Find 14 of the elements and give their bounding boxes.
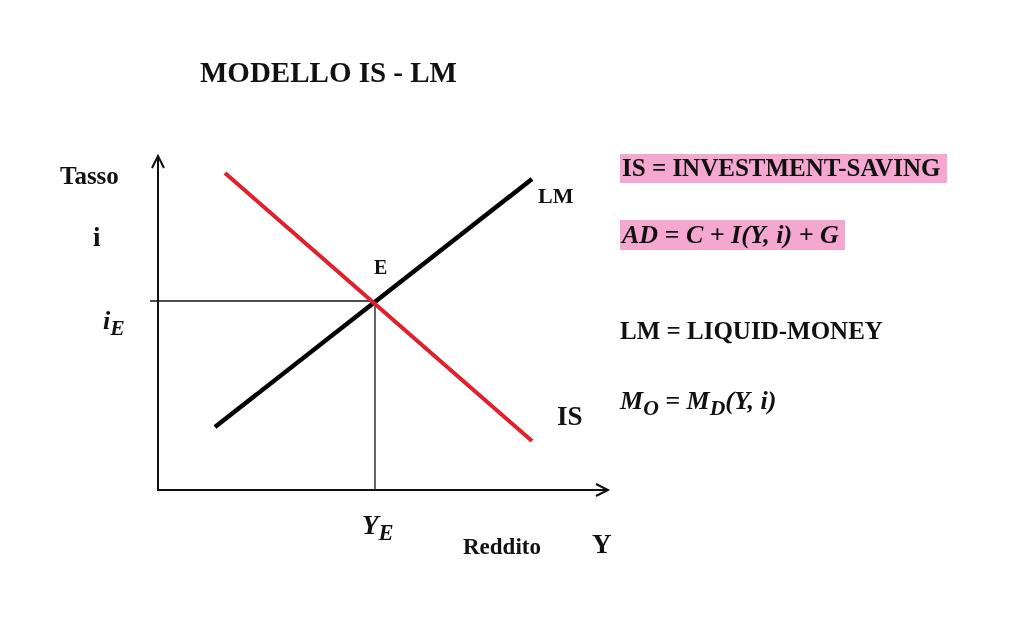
axis-title: Tasso	[60, 162, 119, 191]
tick-label: i$_{E}$	[103, 306, 125, 342]
curve-label: LM	[538, 182, 574, 209]
definition-text: IS = INVESTMENT-SAVING	[620, 154, 947, 183]
curve-label: IS	[557, 400, 583, 432]
formula-text: AD = C + I(Y, i) + G	[620, 220, 845, 251]
definition-text: LM = LIQUID-MONEY	[620, 317, 883, 346]
chart-title: MODELLO IS - LM	[200, 56, 457, 90]
formula-text: M$_{O}$ = M$_{D}$(Y, i)	[620, 386, 777, 422]
tick-label: Y$_{E}$	[362, 509, 394, 547]
axis-title: Reddito	[463, 534, 541, 561]
point-label: E	[374, 256, 388, 279]
axis-symbol: Y	[592, 528, 612, 560]
axis-symbol: i	[93, 221, 101, 253]
